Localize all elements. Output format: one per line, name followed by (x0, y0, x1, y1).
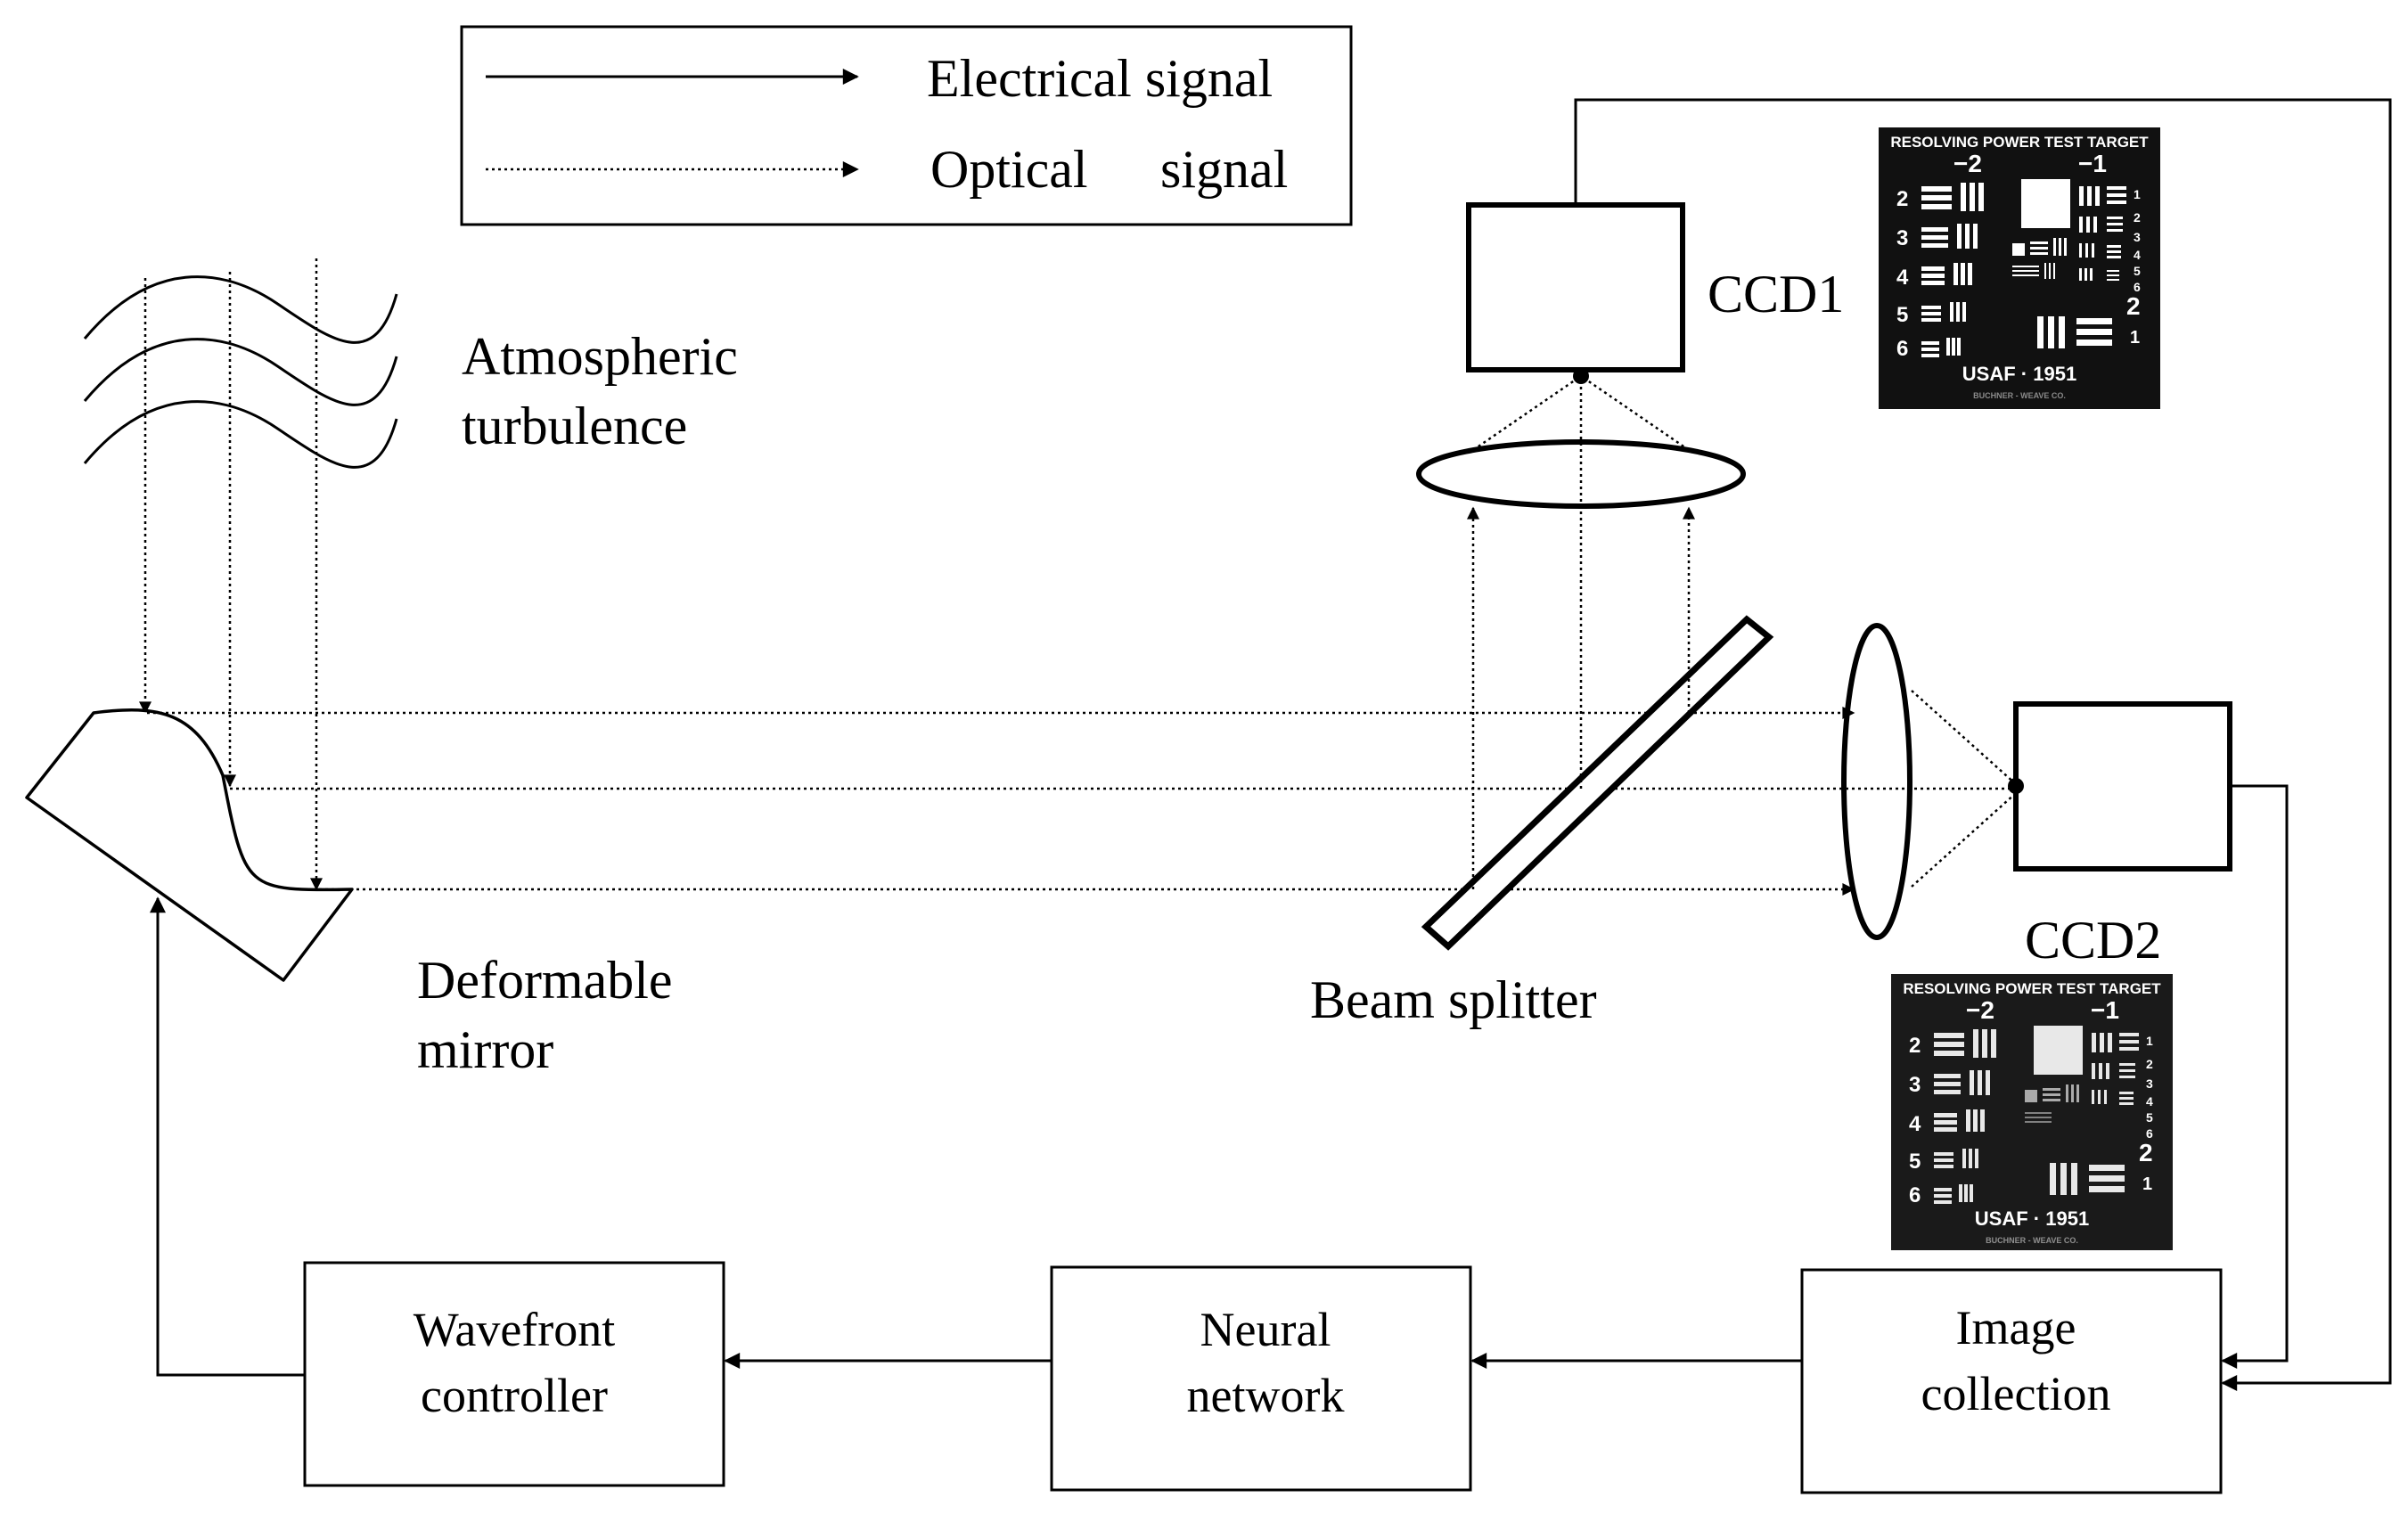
mirror-label-line1: Deformable (417, 951, 673, 1010)
usaf2-rnum-4: 4 (2146, 1094, 2153, 1109)
usaf-target-ccd2-title: RESOLVING POWER TEST TARGET (1903, 980, 2161, 997)
usaf2-rnum-3: 3 (2146, 1076, 2153, 1091)
lens1-converge-left (1472, 374, 1582, 452)
usaf-target-ccd2-left-numbers: 2 3 4 5 6 (1909, 1034, 1921, 1207)
wavefront-controller-frame (303, 1261, 725, 1487)
deformable-mirror (25, 708, 354, 982)
usaf2-rnum-1: 1 (2146, 1034, 2153, 1048)
usaf2-rbig-2: 2 (2139, 1139, 2153, 1166)
usaf2-rbig-1: 1 (2142, 1174, 2152, 1194)
usaf-target-ccd2-footer: USAF · 1951 (1975, 1207, 2089, 1230)
turbulence-label-line2: turbulence (462, 397, 687, 455)
usaf-target-ccd1-footer: USAF · 1951 (1962, 363, 2076, 385)
lens2-converge-top (1911, 690, 2017, 785)
beam-splitter (1421, 615, 1774, 951)
usaf1-rbig-1: 1 (2130, 328, 2140, 348)
usaf1-rnum-6: 6 (2134, 280, 2141, 294)
legend: Electrical signal Optical signal (460, 25, 1353, 226)
neural-network-frame (1050, 1265, 1472, 1492)
usaf2-num-5: 5 (1909, 1150, 1921, 1174)
beam-splitter-label: Beam splitter (1310, 970, 1597, 1029)
usaf1-num-3: 3 (1896, 226, 1908, 250)
usaf-target-ccd2-bars (1934, 1026, 2139, 1204)
usaf-target-ccd1-group-neg1: −1 (2078, 150, 2107, 177)
turbulence-label-line1: Atmospheric (462, 327, 738, 386)
image-collection-box: Image collection (1800, 1268, 2223, 1494)
image-collection-line2: collection (1921, 1367, 2111, 1420)
usaf-target-ccd1: RESOLVING POWER TEST TARGET −2 −1 2 3 4 … (1879, 127, 2160, 409)
ccd2-camera (2013, 701, 2232, 872)
beam-splitter-plate (1421, 615, 1774, 951)
usaf1-rnum-2: 2 (2134, 210, 2141, 225)
usaf-target-ccd2: RESOLVING POWER TEST TARGET −2 −1 2 3 4 … (1891, 974, 2173, 1250)
lens-2 (1841, 623, 1912, 940)
usaf-target-ccd1-maker: BUCHNER - WEAVE CO. (1973, 391, 2066, 400)
usaf2-num-2: 2 (1909, 1034, 1921, 1058)
split-optical-rays (1467, 374, 2017, 889)
legend-optical-signal: signal (1160, 140, 1288, 199)
mirror-label-line2: mirror (417, 1020, 553, 1079)
lens1-converge-right (1580, 374, 1690, 452)
usaf-target-ccd1-right-numbers: 1 2 3 4 5 6 2 1 (2126, 187, 2141, 348)
wire-wavefront-controller-to-mirror (150, 896, 305, 1377)
usaf-target-ccd1-bars (1921, 179, 2126, 357)
legend-frame (460, 25, 1353, 226)
usaf-target-ccd1-left-numbers: 2 3 4 5 6 (1896, 187, 1909, 361)
turbulence-wave-3 (83, 400, 398, 469)
ccd2-label: CCD2 (2025, 911, 2161, 970)
legend-optical-word: Optical (930, 140, 1088, 199)
usaf-target-ccd2-group-neg2: −2 (1966, 996, 1994, 1024)
wire-ccd1-to-image-collection (1574, 98, 2392, 1391)
wavefront-controller-line2: controller (421, 1369, 608, 1422)
usaf2-rnum-2: 2 (2146, 1057, 2153, 1071)
neural-network-line2: network (1187, 1369, 1345, 1422)
turbulence-wave-1 (83, 275, 398, 344)
lens2-converge-bottom (1911, 792, 2017, 888)
wire-ccd2-to-image-collection (2221, 784, 2289, 1369)
usaf2-num-4: 4 (1909, 1112, 1921, 1136)
usaf2-num-6: 6 (1909, 1183, 1921, 1207)
ccd1-focal-point (1573, 368, 1589, 384)
neural-network-line1: Neural (1200, 1303, 1331, 1356)
usaf2-num-3: 3 (1909, 1073, 1921, 1097)
reflected-optical-rays (147, 707, 2010, 896)
ccd1-camera (1466, 202, 1685, 372)
usaf2-rnum-6: 6 (2146, 1126, 2153, 1141)
neural-network-box: Neural network (1050, 1265, 1472, 1492)
turbulence-waves (83, 275, 398, 469)
usaf1-rnum-5: 5 (2134, 264, 2141, 278)
lens-1 (1416, 439, 1746, 509)
usaf1-rnum-1: 1 (2134, 187, 2141, 201)
usaf1-num-6: 6 (1896, 337, 1908, 361)
image-collection-line1: Image (1956, 1301, 2076, 1354)
usaf1-num-2: 2 (1896, 187, 1908, 211)
image-collection-frame (1800, 1268, 2223, 1494)
incoming-optical-rays (139, 258, 323, 891)
usaf1-num-5: 5 (1896, 303, 1908, 327)
usaf1-rbig-2: 2 (2126, 292, 2141, 320)
usaf1-num-4: 4 (1896, 266, 1909, 290)
usaf-target-ccd1-title: RESOLVING POWER TEST TARGET (1890, 134, 2149, 151)
wavefront-controller-box: Wavefront controller (303, 1261, 725, 1487)
usaf-target-ccd2-group-neg1: −1 (2091, 996, 2119, 1024)
ccd2-focal-point (2008, 778, 2024, 794)
usaf-target-ccd2-maker: BUCHNER - WEAVE CO. (1986, 1236, 2078, 1245)
usaf-target-ccd1-group-neg2: −2 (1953, 150, 1982, 177)
turbulence-wave-2 (83, 338, 398, 406)
wavefront-controller-line1: Wavefront (414, 1303, 616, 1356)
usaf1-rnum-3: 3 (2134, 230, 2141, 244)
usaf1-rnum-4: 4 (2134, 248, 2141, 262)
ccd1-label: CCD1 (1708, 265, 1844, 323)
legend-electrical-label: Electrical signal (927, 49, 1273, 108)
usaf-target-ccd2-right-numbers: 1 2 3 4 5 6 2 1 (2139, 1034, 2153, 1194)
electrical-signal-wires (150, 98, 2392, 1391)
usaf2-rnum-5: 5 (2146, 1110, 2153, 1125)
